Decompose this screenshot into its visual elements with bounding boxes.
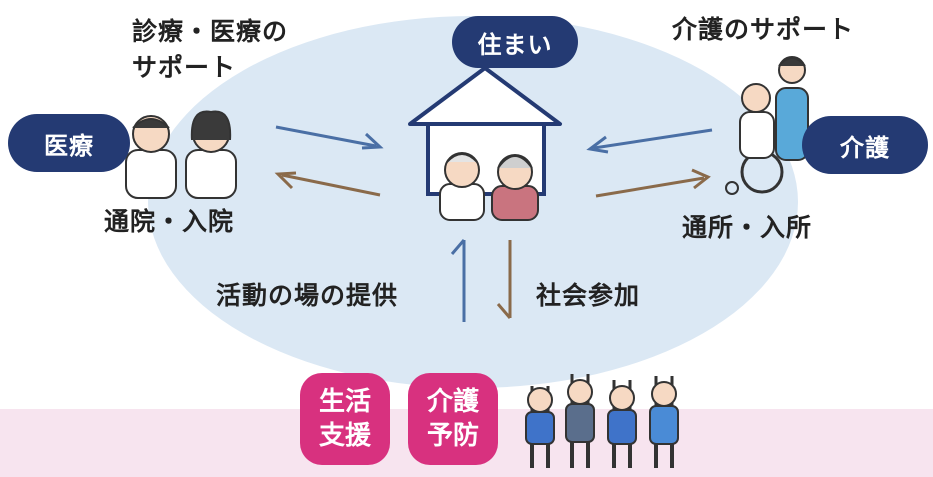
arrow-home-to-care	[595, 168, 711, 198]
medical-support-label: 診療・医療の サポート	[132, 17, 289, 82]
arrow-care-to-home	[586, 128, 713, 154]
housing-node: 住まい	[452, 16, 578, 68]
care-node: 介護	[802, 116, 928, 174]
arrow-medical-to-home	[275, 125, 384, 150]
arrow-down-from-home	[496, 240, 512, 319]
care-support-label: 介護のサポート	[672, 15, 855, 44]
arrow-up-to-home	[450, 239, 466, 322]
life-support-tile: 生活 支援	[300, 373, 390, 465]
hospital-visits-label: 通院・入院	[104, 207, 235, 236]
doctors-icon	[125, 110, 237, 199]
house-icon	[408, 66, 562, 196]
exercising-seniors-icon	[525, 374, 679, 468]
elderly-couple-icon	[439, 152, 539, 221]
activity-venue-label: 活動の場の提供	[216, 281, 399, 310]
daycare-facility-label: 通所・入所	[682, 213, 813, 242]
care-prevention-tile: 介護 予防	[408, 373, 498, 465]
medical-node: 医療	[8, 114, 130, 172]
wheelchair-caregiver-icon	[725, 56, 809, 195]
arrow-home-to-medical	[274, 171, 381, 197]
social-participation-label: 社会参加	[536, 281, 641, 310]
